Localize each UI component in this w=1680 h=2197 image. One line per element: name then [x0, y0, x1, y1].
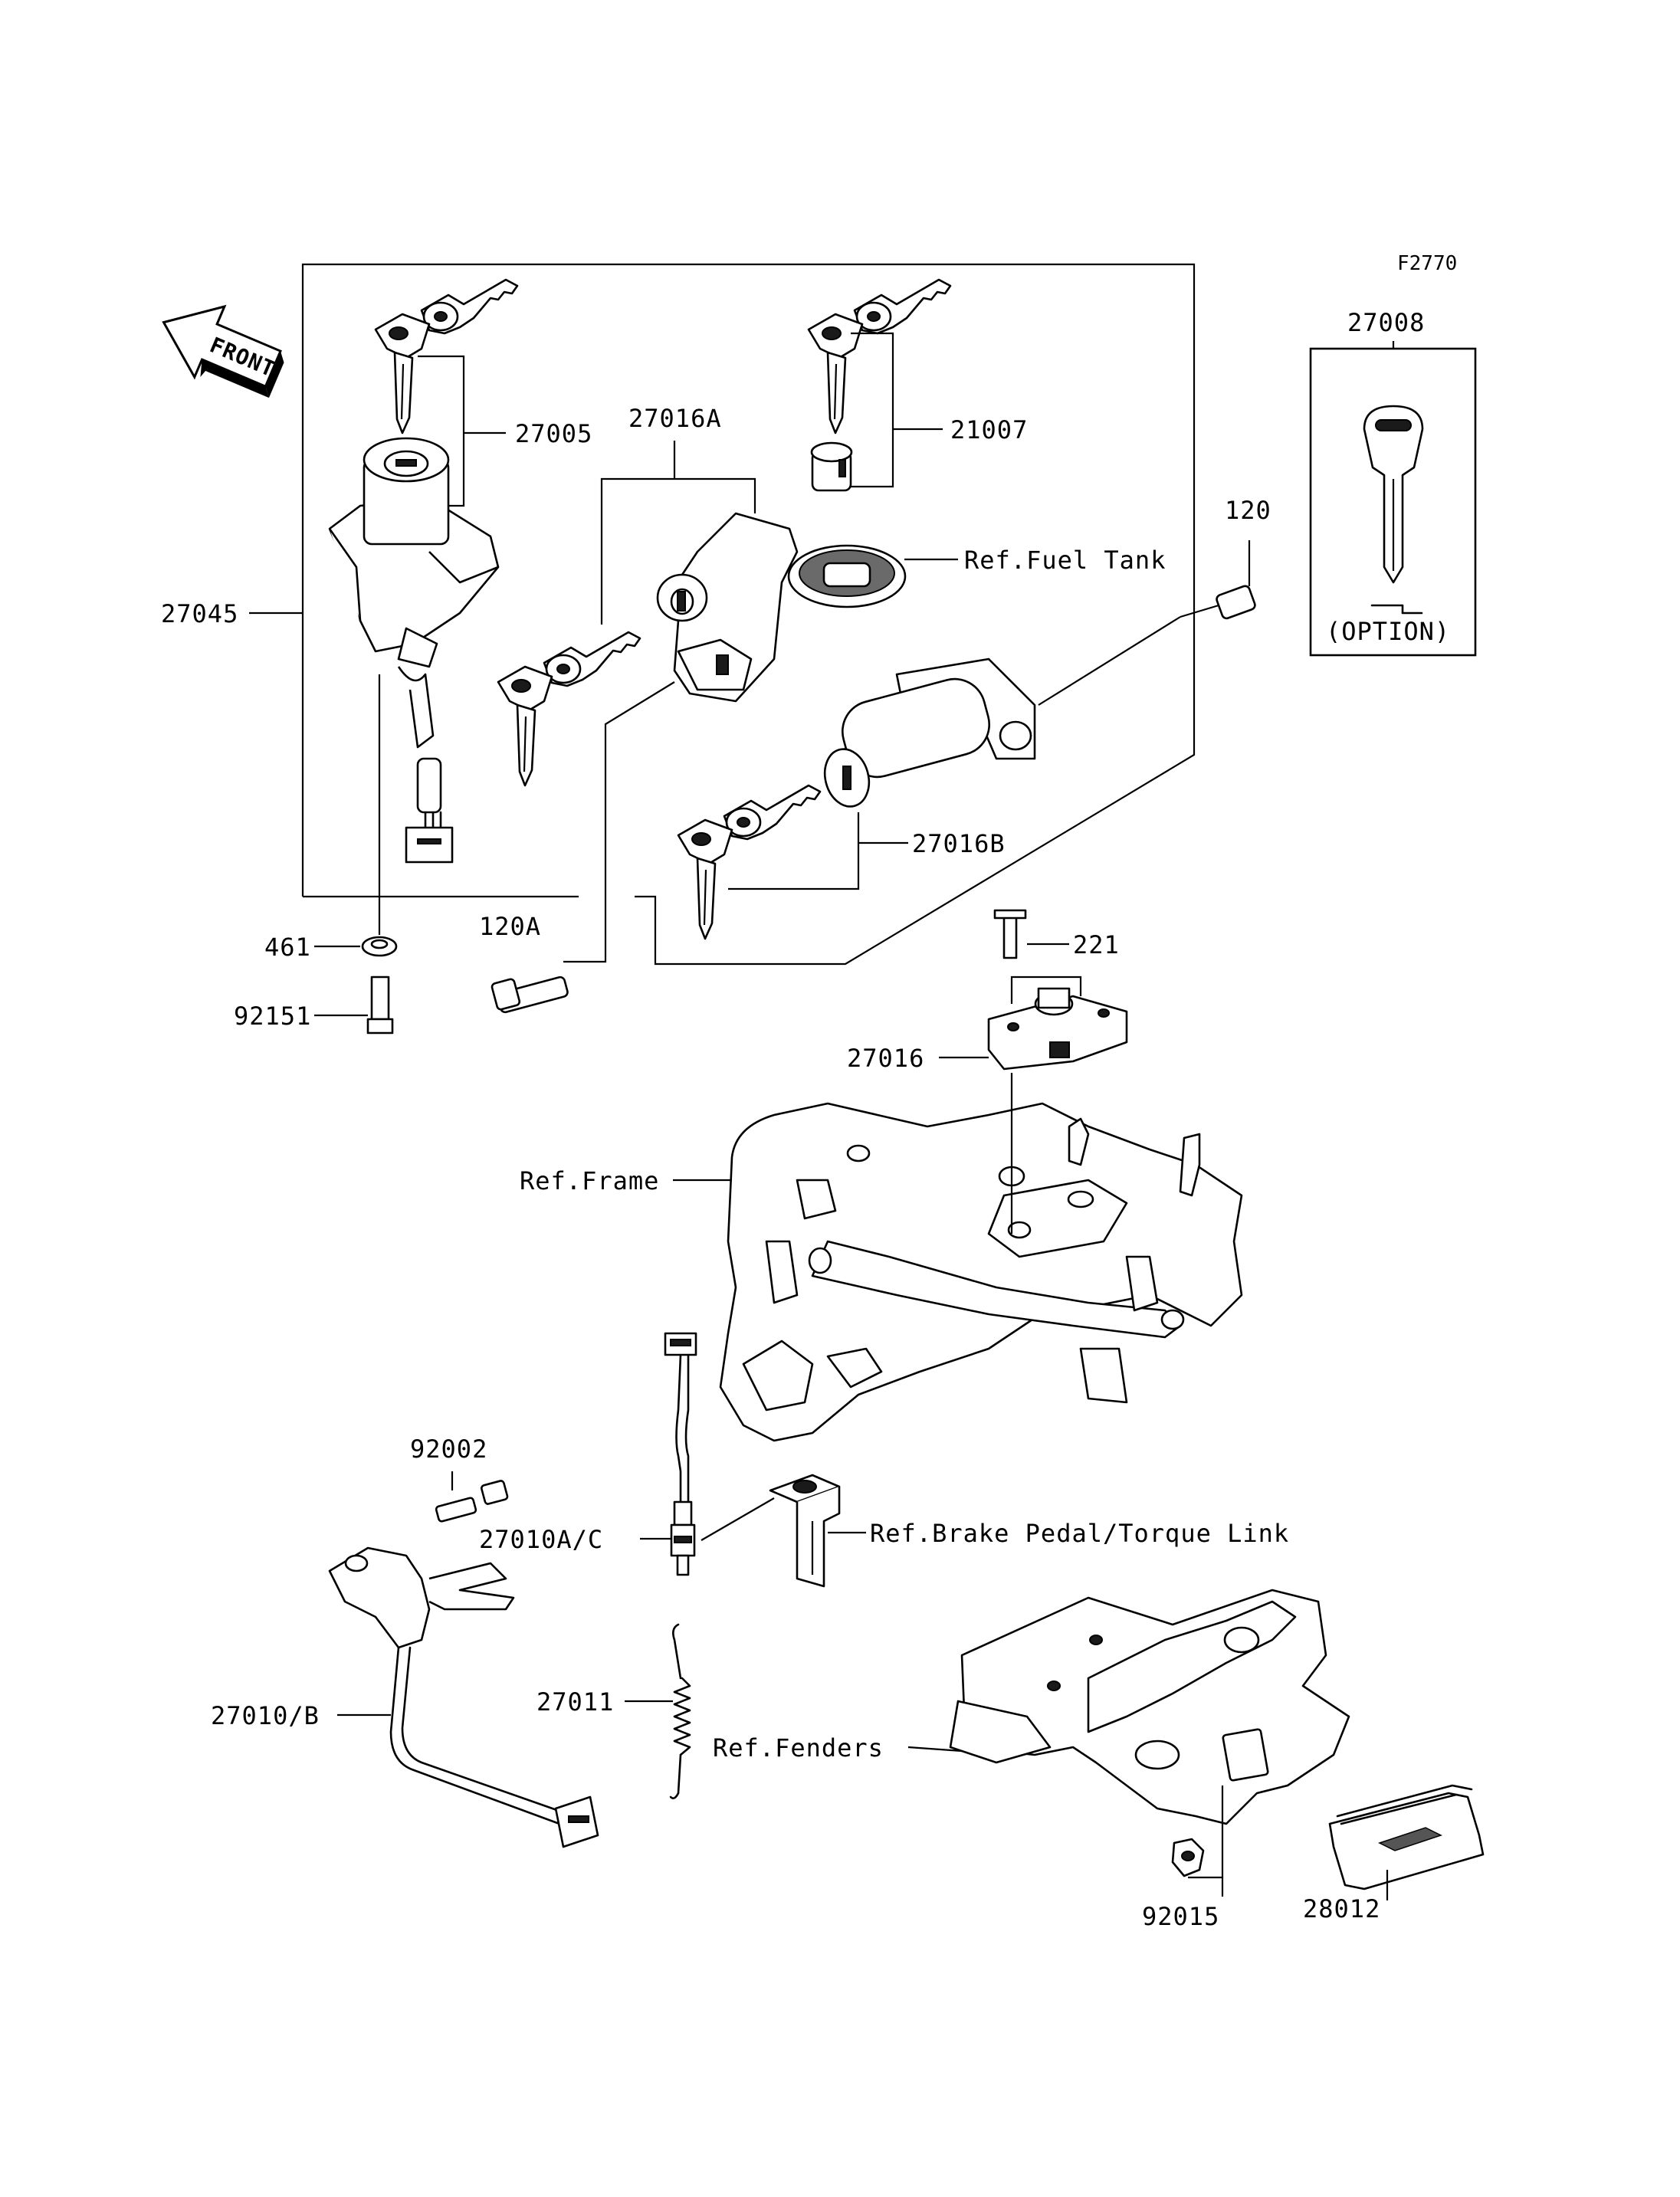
label-ref-brake: Ref.Brake Pedal/Torque Link [870, 1519, 1289, 1548]
label-27045: 27045 [161, 599, 238, 628]
label-27011: 27011 [536, 1687, 614, 1717]
brake-switch-27010AC [664, 1332, 697, 1576]
brake-pedal-bracket [769, 1474, 841, 1588]
seat-lock-27016A [656, 512, 799, 703]
front-arrow-icon: FRONT [162, 304, 284, 398]
callout-labels: 27005 27016A 21007 Ref.Fuel Tank 120 270… [161, 308, 1425, 1931]
key-set-21007 [807, 278, 952, 434]
label-27010B: 27010/B [211, 1701, 320, 1730]
label-ref-fenders: Ref.Fenders [713, 1733, 884, 1763]
fuel-cap-assembly [787, 441, 907, 608]
frame-assembly [719, 1102, 1243, 1442]
label-120: 120 [1225, 496, 1271, 525]
label-ref-fuel-tank: Ref.Fuel Tank [964, 546, 1166, 575]
bolt-120A [491, 976, 569, 1014]
washer-461 [361, 936, 398, 957]
bracket-27016 [987, 909, 1128, 1071]
label-120A: 120A [479, 912, 541, 941]
label-27016B: 27016B [912, 829, 1006, 858]
label-461: 461 [264, 933, 311, 962]
fender-assembly [949, 1589, 1350, 1825]
label-21007: 21007 [950, 415, 1028, 444]
key-set-27016A [497, 631, 641, 787]
helmet-lock-27016B [823, 657, 1036, 808]
label-92015: 92015 [1142, 1902, 1219, 1931]
leader-lines [249, 332, 1395, 1900]
label-221: 221 [1073, 930, 1120, 959]
nut-92015 [1171, 1838, 1205, 1877]
label-27016: 27016 [847, 1044, 924, 1073]
label-27008: 27008 [1347, 308, 1425, 337]
label-27016A: 27016A [628, 404, 722, 433]
figure-code: F2770 [1397, 252, 1457, 275]
label-ref-frame: Ref.Frame [520, 1166, 659, 1195]
label-27005: 27005 [515, 419, 592, 448]
spring-27011 [669, 1623, 691, 1799]
assembly-frame-box [301, 263, 1196, 966]
bolt-120 [1180, 585, 1256, 620]
bolt-92151 [366, 976, 394, 1035]
option-label: (OPTION) [1326, 617, 1450, 646]
option-key-box: (OPTION) [1309, 347, 1477, 657]
neutral-switch-27010B [328, 1480, 599, 1848]
ignition-switch [328, 437, 500, 864]
label-92151: 92151 [234, 1002, 311, 1031]
label-28012: 28012 [1303, 1894, 1380, 1923]
label-27010AC: 27010A/C [479, 1525, 603, 1554]
reflector-28012 [1328, 1784, 1485, 1890]
key-set-27016B [677, 784, 822, 940]
label-92002: 92002 [410, 1435, 487, 1464]
